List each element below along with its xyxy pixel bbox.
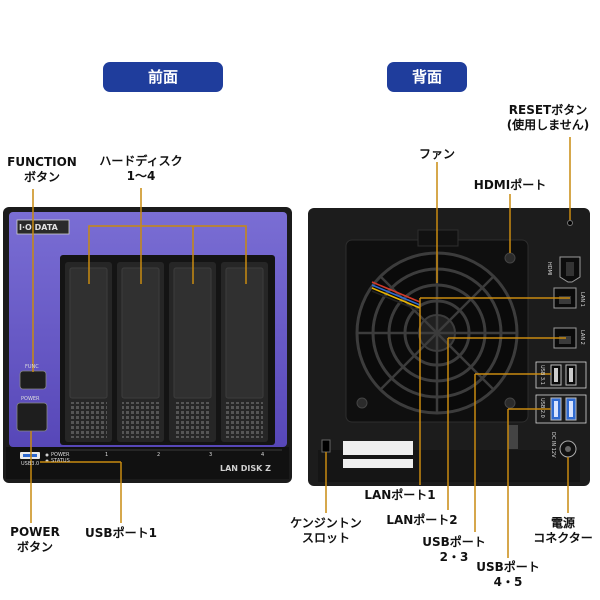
leader-hdd-bracket: [88, 225, 247, 284]
usb-port-2-3-label-line2: 2・3: [439, 550, 469, 564]
fan-wires: [371, 281, 421, 312]
bay-number-3: 3: [209, 452, 213, 458]
lan-port-2-label: LANポート2: [386, 513, 458, 527]
lan1-print: LAN 1: [579, 292, 585, 307]
status-led-print: STATUS: [51, 458, 70, 464]
hdmi-print: HDMI: [546, 262, 552, 276]
label-plate-2: [343, 459, 413, 468]
usb20-print: USB 2.0: [539, 398, 545, 418]
usb31-print: USB 3.1: [539, 365, 545, 385]
drive-tray-1: [65, 262, 112, 442]
kensington-slot-shape: [321, 439, 331, 453]
power-button-shape: [16, 402, 48, 432]
func-button-print: FUNC: [25, 364, 39, 370]
reset-button-label: RESETボタン (使用しません): [498, 103, 598, 133]
function-button-label-line1: FUNCTION: [7, 155, 77, 169]
kensington-slot-label: ケンジントン スロット: [282, 516, 370, 546]
power-led-print: POWER: [51, 452, 70, 458]
drive-tray-2: [117, 262, 164, 442]
front-usb-print: USB3.0: [21, 461, 40, 467]
hard-disk-label: ハードディスク 1〜4: [96, 154, 186, 184]
power-button-print: POWER: [21, 396, 40, 402]
lan-port-1-label: LANポート1: [364, 488, 436, 502]
function-button-shape: [19, 370, 47, 390]
power-button-label-line1: POWER: [10, 525, 60, 539]
dc-connector-label-line1: 電源: [550, 516, 575, 530]
device-model-text: LAN DISK Z: [220, 464, 271, 473]
usb-port-4-5-label-line1: USBポート: [476, 560, 540, 574]
kensington-slot-label-line2: スロット: [301, 531, 350, 545]
drive-tray-4: [221, 262, 268, 442]
fan-label: ファン: [418, 147, 455, 161]
usb-port-4-5-label: USBポート 4・5: [470, 560, 546, 590]
device-brand-text: I·O DATA: [19, 223, 58, 232]
bay-number-4: 4: [261, 452, 265, 458]
drive-tray-3: [169, 262, 216, 442]
front-unit: [3, 207, 292, 483]
front-section-title: 前面: [103, 62, 223, 92]
power-button-label: POWER ボタン: [2, 525, 68, 555]
function-button-label-line2: ボタン: [23, 170, 60, 184]
leader-lines: [30, 137, 571, 558]
power-button-label-line2: ボタン: [16, 540, 53, 554]
usb-port-4-5-label-line2: 4・5: [493, 575, 523, 589]
lan2-print: LAN 2: [579, 330, 585, 345]
hdmi-port-label: HDMIポート: [473, 178, 547, 192]
dc-connector-label-line2: コネクター: [533, 531, 593, 545]
function-button-label: FUNCTION ボタン: [2, 155, 82, 185]
usb-port-2-3-label-line1: USBポート: [422, 535, 486, 549]
reset-button-label-line1: RESETボタン: [508, 103, 588, 117]
back-section-title: 背面: [387, 62, 467, 92]
dc-in-print: DC IN 12V: [550, 432, 556, 458]
bay-number-2: 2: [157, 452, 161, 458]
usb-port-2-3-label: USBポート 2・3: [416, 535, 492, 565]
bay-number-1: 1: [105, 452, 109, 458]
kensington-slot-label-line1: ケンジントン: [290, 516, 362, 530]
reset-button-label-line2: (使用しません): [506, 118, 590, 132]
brand-logo: [16, 219, 70, 235]
dc-connector-label: 電源 コネクター: [526, 516, 600, 546]
hard-disk-label-line1: ハードディスク: [99, 154, 183, 168]
label-plate-1: [343, 441, 413, 455]
usb-port-1-label: USBポート1: [85, 526, 157, 540]
hard-disk-label-line2: 1〜4: [126, 169, 156, 183]
rear-unit: [308, 208, 590, 486]
